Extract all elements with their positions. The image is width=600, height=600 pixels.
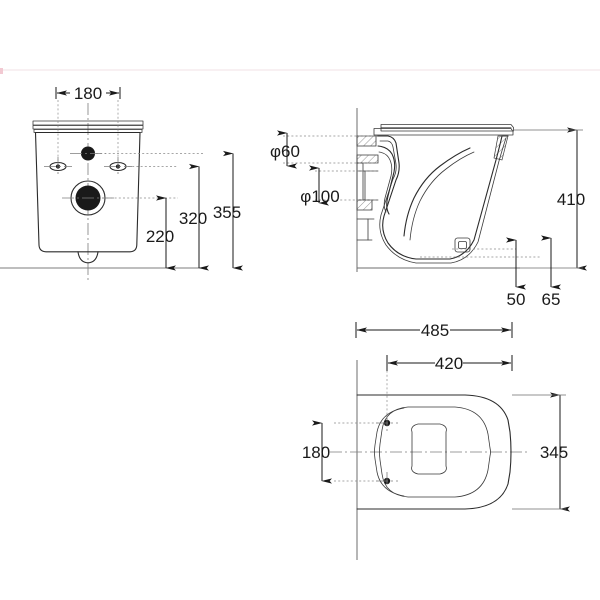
side-inlet-wall-block [356, 135, 379, 241]
plan-fixing-point-upper [334, 414, 398, 432]
front-elevation-view: 180 220 320 355 [0, 84, 243, 282]
side-seat-and-lid [373, 124, 514, 136]
front-pan-body [34, 131, 141, 253]
side-section-view: φ60 φ100 410 50 65 [270, 108, 587, 309]
side-rear-mounting-boss [454, 237, 471, 253]
side-trapway-profile [403, 147, 471, 237]
plan-dim-180-label: 180 [302, 443, 330, 462]
plan-bowl-rim-outline [379, 406, 491, 498]
plan-dim-345-label: 345 [540, 443, 568, 462]
plan-inner-opening [411, 423, 447, 475]
side-dim-phi60-label: φ60 [270, 142, 300, 161]
side-trapway-profile-inner [409, 151, 475, 241]
side-bowl-outer-wall [375, 135, 509, 260]
front-dim-355: 355 [213, 150, 243, 271]
front-bottom-notch [77, 251, 99, 264]
side-bowl-inner-wall [379, 137, 507, 264]
plan-fixing-point-lower [334, 472, 398, 490]
side-dim-50: 50 [506, 237, 526, 309]
side-dim-65-label: 65 [542, 290, 561, 309]
front-dim-220-label: 220 [146, 227, 174, 246]
plan-bowl-rim-echo [374, 407, 405, 497]
front-dim-180-label: 180 [74, 84, 102, 103]
front-right-fixing-hole [104, 157, 132, 176]
front-dim-320: 320 [179, 163, 209, 271]
front-dim-355-label: 355 [213, 203, 241, 222]
plan-dim-485: 485 [355, 321, 513, 340]
front-waste-outlet-hole [62, 180, 114, 216]
front-left-fixing-hole [44, 157, 72, 176]
side-dim-410-label: 410 [557, 190, 585, 209]
side-dim-phi100-label: φ100 [300, 187, 339, 206]
plan-dim-485-label: 485 [421, 321, 449, 340]
scan-artifact [0, 68, 600, 74]
side-dim-65: 65 [541, 235, 561, 309]
side-dim-50-label: 50 [507, 290, 526, 309]
plan-seat-outer-outline [356, 394, 512, 510]
front-dim-220: 220 [146, 195, 176, 271]
front-dim-180: 180 [55, 84, 121, 163]
plan-dim-420: 420 [386, 354, 513, 373]
plan-dim-180: 180 [302, 420, 332, 484]
side-hinge-hatch [493, 135, 509, 161]
side-dim-410: 410 [513, 127, 587, 271]
front-flush-inlet-hole [81, 146, 95, 161]
plan-view: 485 420 180 345 [302, 321, 570, 560]
side-dim-phi60: φ60 [270, 130, 300, 169]
front-dim-320-label: 320 [179, 209, 207, 228]
side-rim-channel [377, 145, 396, 215]
side-dim-phi100: φ100 [300, 165, 340, 206]
plan-dim-420-label: 420 [435, 354, 463, 373]
front-seat-lid [32, 120, 144, 133]
plan-dim-345: 345 [512, 392, 570, 512]
side-rim-channel-inner [378, 151, 393, 213]
